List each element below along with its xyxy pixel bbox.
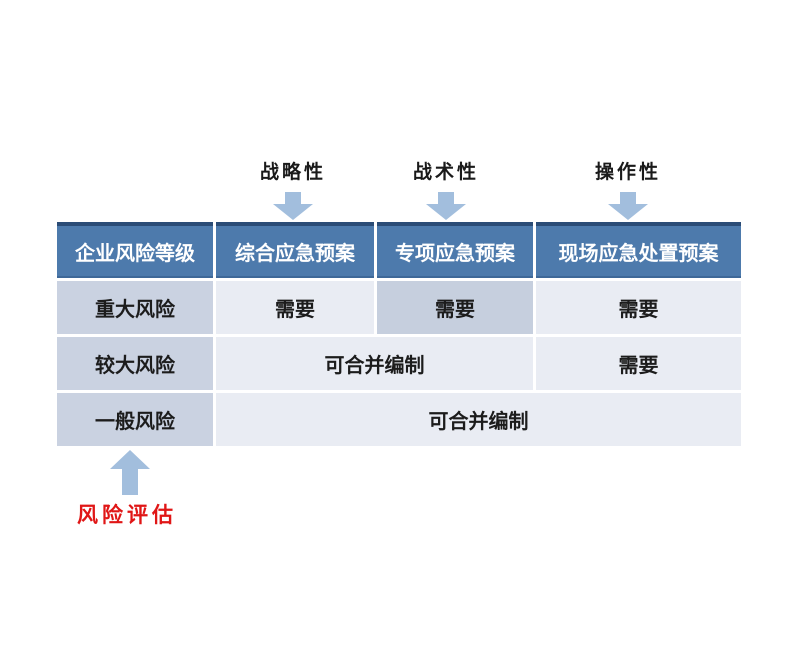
row-label-general-risk: 一般风险 [57, 393, 213, 446]
down-arrow-icon [426, 192, 466, 220]
up-arrow-icon [110, 450, 150, 495]
risk-assessment-label: 风险评估 [77, 503, 177, 527]
table-cell: 需要 [216, 281, 374, 334]
down-arrow-icon [273, 192, 313, 220]
down-arrow-icon [608, 192, 648, 220]
table-cell-highlighted: 需要 [377, 281, 533, 334]
table-cell: 需要 [536, 281, 741, 334]
table-header-comprehensive-plan: 综合应急预案 [216, 222, 374, 278]
table-header-special-plan: 专项应急预案 [377, 222, 533, 278]
table-header-onsite-plan: 现场应急处置预案 [536, 222, 741, 278]
table-cell-merged: 可合并编制 [216, 337, 533, 390]
table-header-risk-level: 企业风险等级 [57, 222, 213, 278]
row-label-significant-risk: 较大风险 [57, 337, 213, 390]
risk-plan-matrix-table: 企业风险等级 综合应急预案 专项应急预案 现场应急处置预案 重大风险 需要 需要… [57, 222, 741, 446]
table-cell-merged: 可合并编制 [216, 393, 741, 446]
plan-type-label-operational: 操作性 [594, 162, 661, 183]
table-cell: 需要 [536, 337, 741, 390]
plan-type-label-strategic: 战略性 [259, 162, 326, 183]
row-label-major-risk: 重大风险 [57, 281, 213, 334]
plan-type-label-tactical: 战术性 [412, 162, 479, 183]
